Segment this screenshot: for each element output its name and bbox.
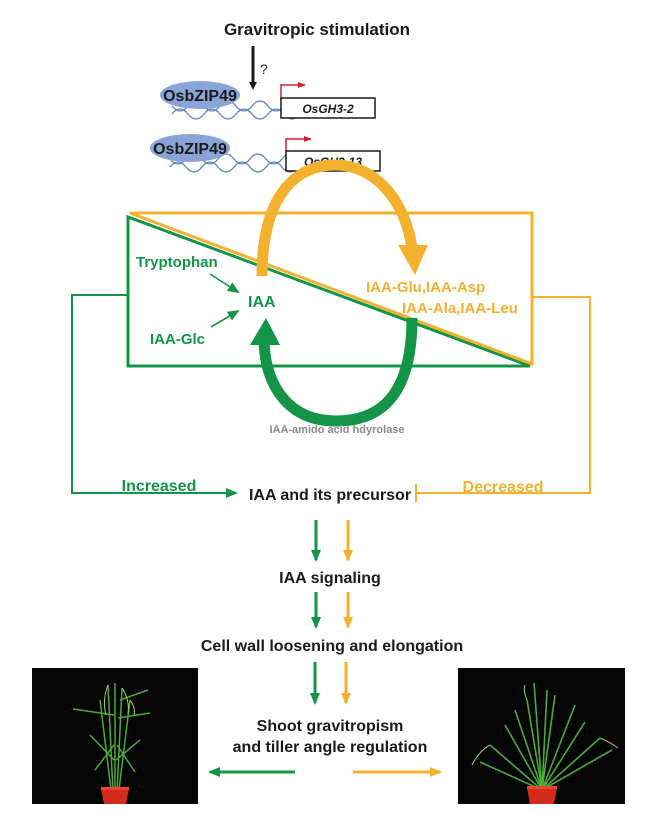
gene-box-1 — [280, 97, 376, 119]
conjugates-line-1: IAA-Glu,IAA-Asp — [366, 279, 485, 296]
gene-label-1: OsGH3-2 — [302, 102, 354, 116]
stimulus-label: Gravitropic stimulation — [224, 20, 410, 39]
transcription-start-arrow-1 — [280, 82, 306, 101]
hydrolase-label: IAA-amido acid hdyrolase — [269, 424, 404, 436]
protein-label-1: OsbZIP49 — [163, 88, 237, 105]
iaa-glc-arrow — [210, 309, 240, 328]
hydrolysis-arrowhead — [250, 318, 280, 345]
protein-blob-1 — [160, 81, 240, 109]
iaa-center-label: IAA — [248, 294, 276, 311]
conjugates-line-2: IAA-Ala,IAA-Leu — [402, 300, 518, 317]
auxin-free-triangle — [126, 214, 531, 368]
increased-label: Increased — [122, 478, 197, 495]
precursor-tryptophan: Tryptophan — [136, 254, 218, 271]
hydrolysis-arc — [258, 317, 418, 427]
transcription-start-arrow-2 — [285, 136, 312, 155]
iaa-signaling-node: IAA signaling — [279, 570, 381, 587]
unknown-mechanism-mark: ? — [260, 61, 268, 77]
tryptophan-arrow — [209, 273, 240, 294]
cell-wall-node: Cell wall loosening and elongation — [201, 638, 463, 655]
right-plant-photo — [458, 668, 625, 804]
decrease-feedback-line — [416, 296, 591, 494]
gravitropism-node-line-2: and tiller angle regulation — [233, 739, 428, 756]
auxin-conjugate-triangle — [129, 211, 534, 367]
precursor-iaa-glc: IAA-Glc — [150, 331, 205, 348]
left-plant-photo — [32, 668, 198, 804]
conjugation-arc — [256, 159, 418, 277]
iaa-precursor-node: IAA and its precursor — [249, 487, 411, 504]
protein-blob-2 — [150, 134, 230, 162]
conjugation-arrowhead — [398, 245, 428, 275]
gravitropism-node-line-1: Shoot gravitropism — [257, 718, 404, 735]
protein-label-2: OsbZIP49 — [153, 141, 227, 158]
decreased-label: Decreased — [463, 479, 544, 496]
increase-feedback-line — [71, 294, 238, 498]
